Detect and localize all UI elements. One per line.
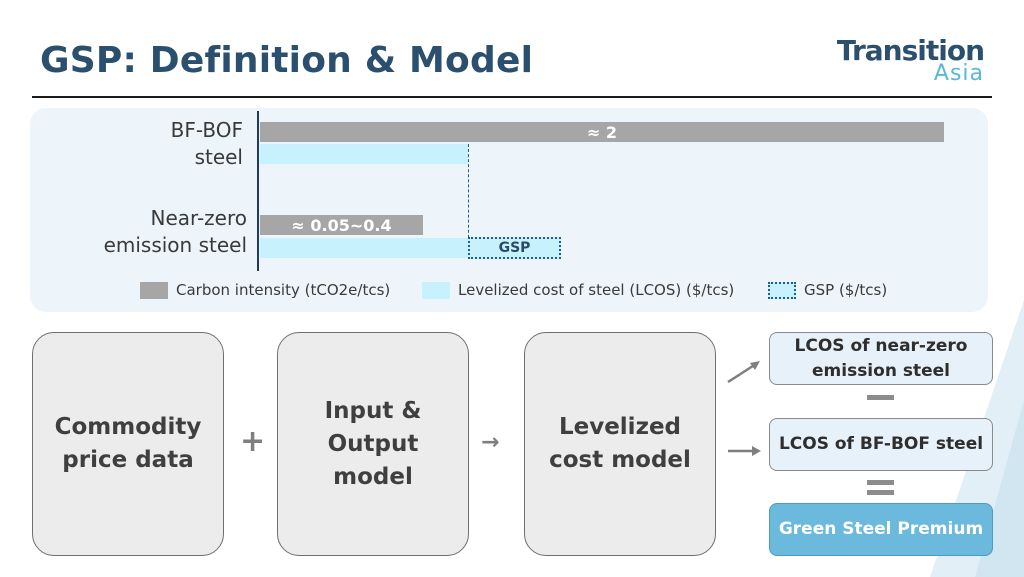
lcos-bfbof-box: LCOS of BF-BOF steel bbox=[769, 418, 993, 471]
category-label-line: emission steel bbox=[103, 233, 247, 257]
equals-operator-top bbox=[867, 480, 894, 485]
commodity-price-data-box: Commodity price data bbox=[32, 332, 224, 556]
bar-carbon-bfbof: ≈ 2 bbox=[260, 122, 944, 142]
equals-operator-bottom bbox=[867, 490, 894, 495]
box-line: Levelized bbox=[558, 414, 682, 440]
box-line: price data bbox=[62, 447, 194, 473]
bar-label-carbon-bfbof: ≈ 2 bbox=[586, 122, 618, 142]
bar-lcos-bfbof bbox=[260, 144, 468, 164]
plus-operator: + bbox=[240, 424, 266, 459]
category-label-line: steel bbox=[194, 145, 243, 169]
transition-asia-logo: Transition Asia bbox=[836, 34, 985, 86]
title-divider bbox=[32, 96, 992, 98]
bar-carbon-nearzero: ≈ 0.05~0.4 bbox=[260, 215, 423, 235]
arrow-diagonal-icon bbox=[727, 361, 760, 384]
legend-label-gsp: GSP ($/tcs) bbox=[804, 281, 888, 299]
category-label-line: BF-BOF bbox=[170, 118, 243, 142]
result-line: emission steel bbox=[812, 360, 950, 381]
box-line: model bbox=[333, 463, 413, 490]
lcos-reference-line bbox=[468, 144, 469, 258]
category-label-line: Near-zero bbox=[150, 206, 247, 230]
legend-swatch-gsp bbox=[768, 281, 796, 299]
arrow-right-icon bbox=[728, 446, 761, 456]
box-line: cost model bbox=[549, 447, 691, 473]
legend-swatch-carbon bbox=[140, 281, 168, 299]
input-output-model-box: Input & Output model bbox=[277, 332, 469, 556]
logo-text-top: Transition bbox=[836, 34, 985, 67]
arrow-right-icon: → bbox=[481, 430, 500, 455]
result-label-premium: Green Steel Premium bbox=[778, 519, 984, 539]
bar-label-gsp: GSP bbox=[498, 240, 531, 256]
legend-label-lcos: Levelized cost of steel (LCOS) ($/tcs) bbox=[458, 281, 735, 299]
legend-swatch-lcos bbox=[422, 281, 450, 299]
legend-item-lcos: Levelized cost of steel (LCOS) ($/tcs) bbox=[422, 281, 734, 299]
box-line: Commodity bbox=[54, 414, 202, 440]
levelized-cost-model-box: Levelized cost model bbox=[524, 332, 716, 556]
bar-lcos-nearzero bbox=[260, 238, 468, 258]
box-line: Output bbox=[327, 430, 419, 457]
category-label-nearzero: Near-zero emission steel bbox=[104, 205, 247, 259]
bar-label-carbon-nearzero: ≈ 0.05~0.4 bbox=[291, 215, 392, 235]
lcos-near-zero-box: LCOS of near-zero emission steel bbox=[769, 332, 993, 385]
bar-gsp-nearzero: GSP bbox=[468, 237, 561, 259]
chart-axis bbox=[257, 111, 259, 271]
logo-text-bottom: Asia bbox=[933, 61, 984, 86]
result-label-bfbof: LCOS of BF-BOF steel bbox=[778, 434, 984, 454]
category-label-bfbof: BF-BOF steel bbox=[171, 117, 243, 171]
green-steel-premium-box: Green Steel Premium bbox=[769, 503, 993, 556]
minus-operator bbox=[867, 395, 894, 400]
result-line: LCOS of near-zero bbox=[794, 335, 968, 356]
box-line: Input & bbox=[324, 397, 422, 424]
legend-item-carbon: Carbon intensity (tCO2e/tcs) bbox=[140, 281, 390, 299]
legend-label-carbon: Carbon intensity (tCO2e/tcs) bbox=[176, 281, 391, 299]
page-title: GSP: Definition & Model bbox=[40, 40, 534, 81]
legend-item-gsp: GSP ($/tcs) bbox=[768, 281, 887, 299]
gsp-definition-chart: BF-BOF steel Near-zero emission steel ≈ … bbox=[30, 108, 988, 312]
